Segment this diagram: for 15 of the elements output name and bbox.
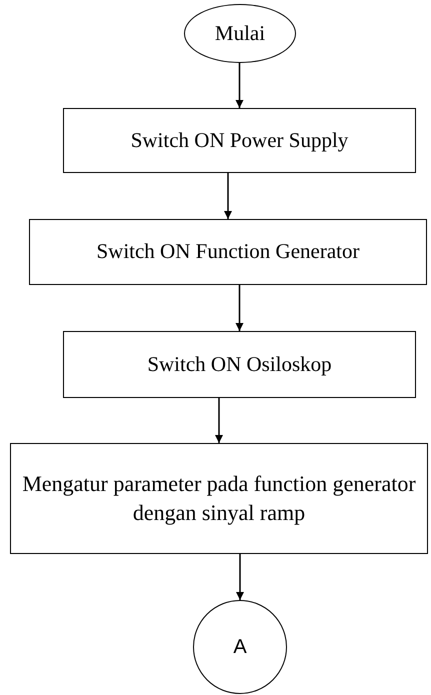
step-text: Switch ON Function Generator	[96, 238, 360, 266]
arrow	[236, 63, 244, 108]
arrow	[236, 554, 244, 600]
arrow	[224, 173, 232, 219]
process-box	[29, 219, 427, 285]
step-text: A	[233, 635, 247, 660]
process-box	[10, 443, 428, 554]
step-text: Mengatur parameter pada function generator dengan sinyal ramp	[21, 470, 417, 527]
process-box	[63, 331, 416, 398]
arrow	[236, 285, 244, 331]
arrow	[215, 398, 223, 443]
step-text: Mulai	[214, 20, 266, 47]
process-box	[63, 108, 416, 173]
step-text: Switch ON Osiloskop	[147, 350, 332, 378]
step-text: Switch ON Power Supply	[130, 126, 348, 154]
